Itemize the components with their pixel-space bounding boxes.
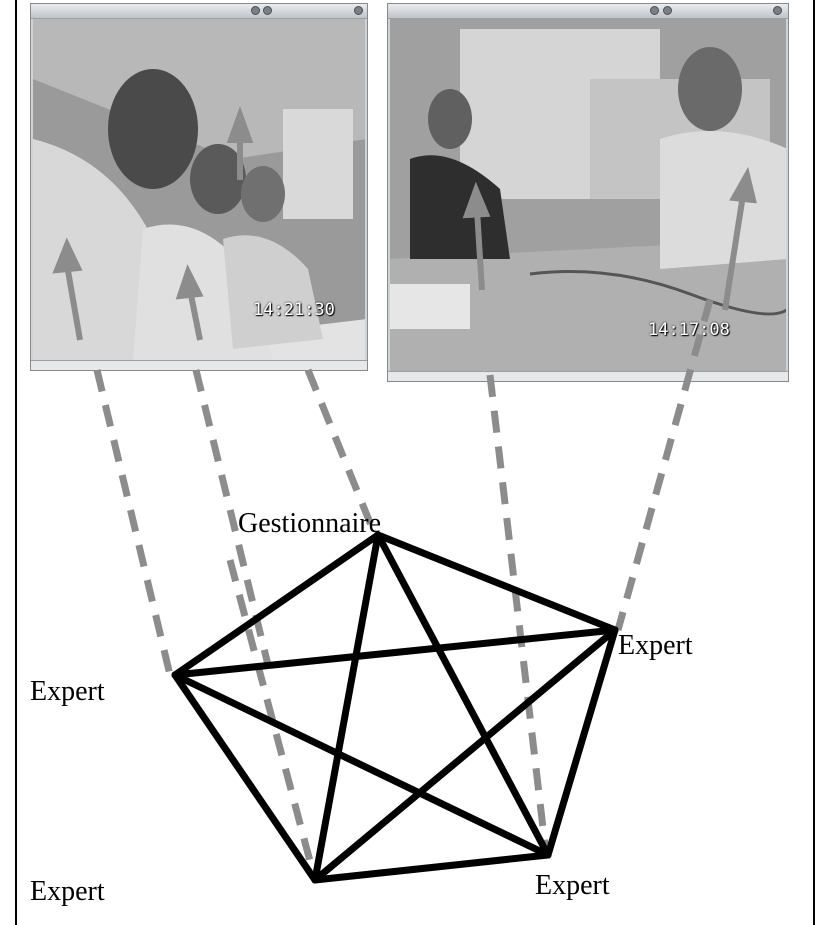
edge — [171, 626, 619, 679]
edge — [311, 626, 619, 884]
video-titlebar[interactable] — [388, 4, 788, 19]
node-label-bottom-right: Expert — [535, 870, 610, 901]
network-edges — [171, 531, 619, 884]
node-label-bottom-left: Expert — [30, 876, 105, 907]
window-control-icon[interactable] — [650, 6, 659, 15]
gaze-arrows — [52, 106, 757, 341]
video-scrollbar[interactable] — [31, 360, 367, 370]
gaze-arrow-head — [462, 181, 491, 219]
window-control-icon[interactable] — [251, 6, 260, 15]
edge — [374, 531, 552, 859]
edge — [374, 531, 619, 634]
gaze-arrow-head — [226, 106, 254, 143]
video-window-left[interactable]: 14:21:30 — [30, 3, 368, 371]
node-label-left: Expert — [30, 676, 105, 707]
edge — [171, 531, 382, 679]
video-titlebar[interactable] — [31, 4, 367, 19]
meeting-video-frame — [390, 19, 786, 371]
video-timestamp: 14:21:30 — [253, 300, 335, 320]
meeting-video-frame — [33, 19, 365, 360]
gaze-line — [614, 299, 714, 631]
edge — [311, 531, 382, 884]
node-label-top: Gestionnaire — [238, 508, 382, 539]
info-icon[interactable] — [354, 6, 363, 15]
gaze-line — [93, 369, 174, 676]
gaze-arrow-head — [729, 166, 757, 204]
gaze-arrow — [474, 209, 485, 291]
gaze-arrow-head — [175, 264, 204, 300]
edge — [171, 671, 552, 859]
gaze-line — [486, 374, 549, 846]
edge — [171, 671, 319, 884]
window-control-icon[interactable] — [263, 6, 272, 15]
gaze-arrow — [722, 194, 746, 311]
video-window-right[interactable]: 14:17:08 — [387, 3, 789, 382]
gaze-arrow-head — [52, 237, 83, 274]
frame-left-line — [15, 0, 17, 925]
gaze-arrow — [64, 264, 83, 341]
info-icon[interactable] — [773, 6, 782, 15]
gaze-line — [304, 368, 379, 537]
gaze-arrow — [187, 289, 203, 341]
edge — [311, 851, 552, 884]
edge — [544, 626, 619, 859]
window-control-icon[interactable] — [663, 6, 672, 15]
node-label-right: Expert — [618, 630, 693, 661]
video-timestamp: 14:17:08 — [648, 320, 730, 340]
video-scrollbar[interactable] — [388, 371, 788, 381]
frame-right-line — [813, 0, 815, 925]
